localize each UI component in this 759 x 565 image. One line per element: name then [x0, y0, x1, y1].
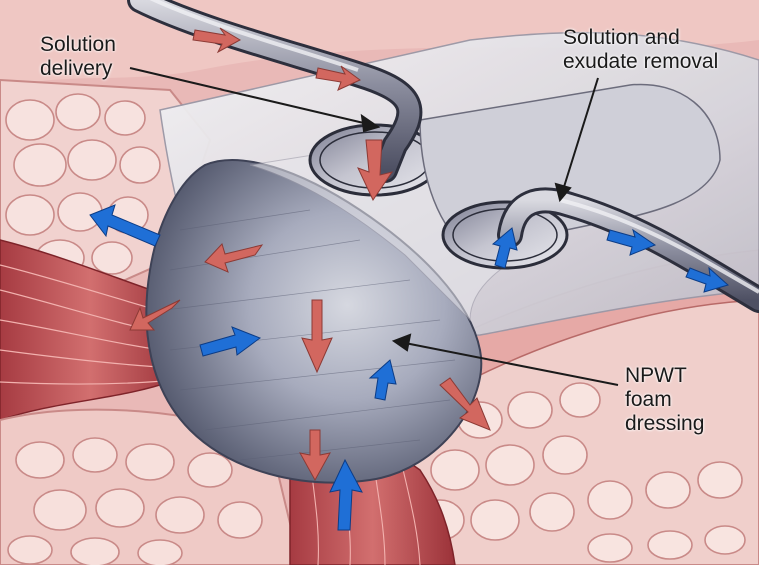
solution-removal-label: Solution and exudate removal — [563, 26, 718, 74]
solution-delivery-label: Solution delivery — [40, 33, 116, 81]
npwt-foam-dressing-label: NPWT foam dressing — [625, 364, 704, 436]
